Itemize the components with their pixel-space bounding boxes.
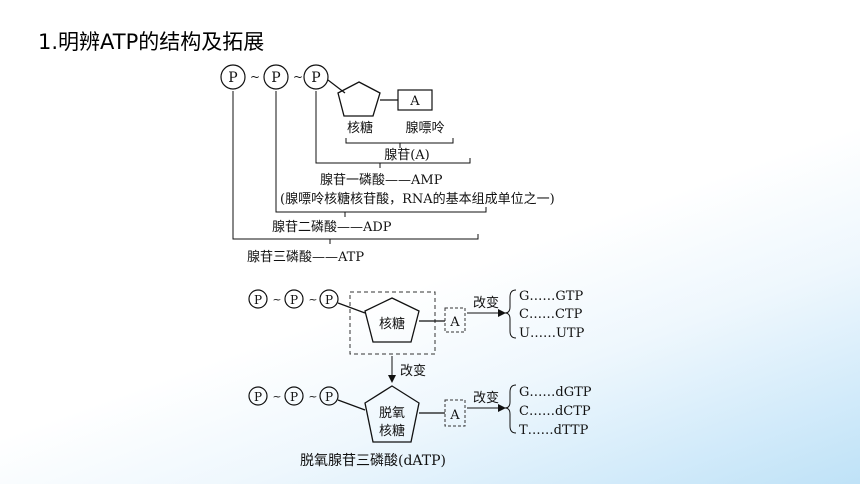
- atp-label: 腺苷三磷酸——ATP: [247, 250, 364, 265]
- ntp-item-u: U……UTP: [519, 326, 585, 341]
- dntp-diagram: P ~ P ~ P 脱氧 核糖 A 改变 G……dGTP C……dCTP T………: [248, 384, 592, 469]
- dntp-change-label: 改变: [473, 390, 499, 406]
- svg-text:P: P: [290, 293, 298, 307]
- ntp-diagram: P ~ P ~ P 核糖 A 改变 G……GTP C……CTP U……UTP: [248, 289, 585, 355]
- ntp-bond-1: ~: [272, 293, 281, 306]
- ntp-base-text: A: [449, 315, 460, 330]
- ribose-pentagon: [337, 81, 381, 117]
- ntp-item-c: C……CTP: [519, 307, 583, 322]
- svg-text:P: P: [254, 293, 262, 307]
- dntp-phosphate-2: P: [284, 386, 304, 406]
- adenosine-label: 腺苷(A): [384, 148, 430, 163]
- ntp-ribose-text: 核糖: [379, 316, 405, 332]
- svg-text:P: P: [325, 293, 333, 307]
- amp-label: 腺苷一磷酸——AMP: [320, 173, 443, 188]
- datp-label: 脱氧腺苷三磷酸(dATP): [300, 453, 446, 469]
- dntp-base-text: A: [449, 408, 460, 423]
- ntp-phosphate-3: P: [319, 289, 339, 309]
- dntp-item-c: C……dCTP: [519, 404, 591, 419]
- phosphate-2: P: [263, 64, 289, 90]
- dntp-bond-2: ~: [308, 390, 317, 403]
- adp-label: 腺苷二磷酸——ADP: [272, 220, 392, 235]
- svg-text:P: P: [228, 70, 237, 86]
- svg-text:P: P: [325, 390, 333, 404]
- dntp-item-t: T……dTTP: [519, 423, 589, 438]
- ntp-bond-2: ~: [308, 293, 317, 306]
- svg-text:P: P: [254, 390, 262, 404]
- svg-text:A: A: [409, 94, 420, 109]
- dntp-item-g: G……dGTP: [519, 385, 592, 400]
- high-energy-bond-2: ~: [293, 70, 303, 84]
- dntp-phosphate-3: P: [319, 386, 339, 406]
- dntp-base-dashed-box: [444, 399, 466, 427]
- dntp-brace: [504, 384, 517, 434]
- amp-note: (腺嘌呤核糖核苷酸，RNA的基本组成单位之一): [280, 191, 555, 207]
- svg-text:P: P: [290, 390, 298, 404]
- ntp-phosphate-1: P: [248, 289, 268, 309]
- ribose-label: 核糖: [347, 120, 373, 136]
- ribose-dashed-box: [349, 291, 436, 355]
- ribose-to-deoxyribose-arrow: 改变: [388, 356, 426, 383]
- atp-diagram: P ~ P ~ P A 核糖 腺嘌呤 腺苷(A) 腺苷一磷酸——AMP: [220, 64, 555, 265]
- phosphate-3: P: [303, 64, 329, 90]
- high-energy-bond-1: ~: [250, 70, 260, 84]
- ntp-brace: [504, 289, 517, 339]
- dntp-phosphate-1: P: [248, 386, 268, 406]
- deoxyribose-text-2: 核糖: [379, 423, 405, 439]
- phosphate-1: P: [220, 64, 246, 90]
- svg-text:P: P: [271, 70, 280, 86]
- ntp-item-g: G……GTP: [519, 289, 583, 304]
- dntp-bond-1: ~: [272, 390, 281, 403]
- svg-text:P: P: [311, 70, 320, 86]
- down-change-label: 改变: [400, 363, 426, 379]
- page-title: 1.明辨ATP的结构及拓展: [38, 30, 265, 54]
- deoxyribose-pentagon: [364, 385, 420, 443]
- ntp-base-dashed-box: [444, 307, 466, 333]
- ntp-change-label: 改变: [473, 295, 499, 311]
- ntp-ribose-pentagon: [364, 297, 420, 343]
- ntp-phosphate-2: P: [284, 289, 304, 309]
- adenine-label: 腺嘌呤: [405, 120, 444, 136]
- adenine-box: A: [397, 89, 433, 111]
- deoxyribose-text-1: 脱氧: [379, 406, 405, 421]
